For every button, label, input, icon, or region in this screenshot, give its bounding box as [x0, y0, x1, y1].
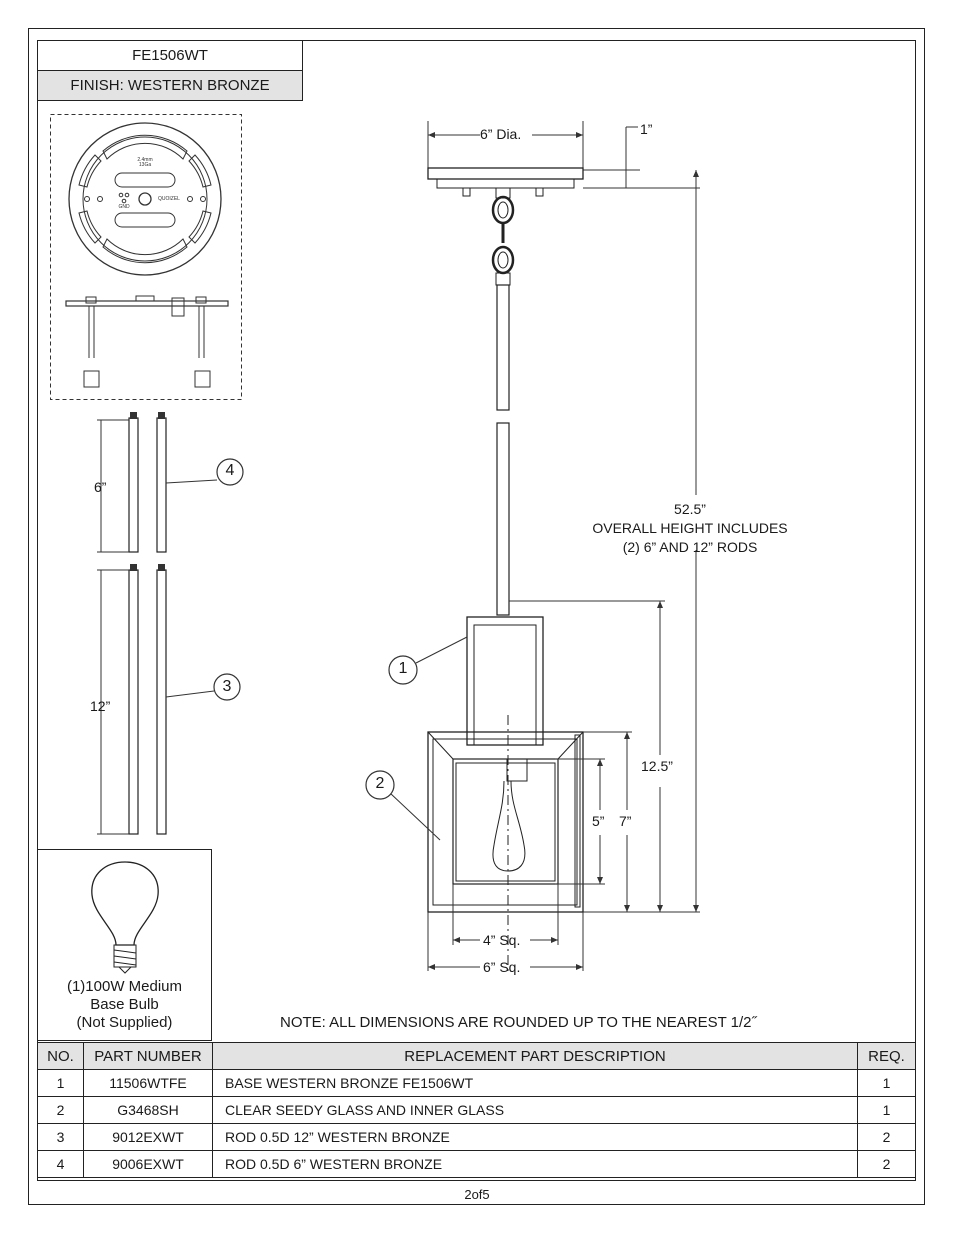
row-description: BASE WESTERN BRONZE FE1506WT	[212, 1069, 858, 1097]
bulb-box: (1)100W Medium Base Bulb (Not Supplied)	[37, 849, 212, 1041]
row-req: 1	[857, 1069, 916, 1097]
col-no: NO.	[37, 1042, 84, 1070]
bulb-spec-line3: (Not Supplied)	[76, 1014, 173, 1031]
row-part-number: 9012EXWT	[83, 1123, 213, 1151]
fixture-frame	[466, 616, 544, 746]
row-description: CLEAR SEEDY GLASS AND INNER GLASS	[212, 1096, 858, 1124]
glass-height-label: 5”	[592, 813, 605, 829]
row-req: 1	[857, 1096, 916, 1124]
overall-height-note-1: OVERALL HEIGHT INCLUDES	[592, 520, 788, 536]
gauge-text-2: 13Ga	[139, 162, 151, 168]
rod-6in-pair	[97, 412, 244, 553]
canopy	[427, 167, 584, 199]
body-height-label: 12.5”	[641, 758, 673, 774]
callout-2: 2	[375, 775, 385, 792]
stem	[496, 284, 510, 616]
row-part-number: 11506WTFE	[83, 1069, 213, 1097]
row-no: 1	[37, 1069, 84, 1097]
col-part-number: PART NUMBER	[83, 1042, 213, 1070]
header-box: FE1506WT FINISH: WESTERN BRONZE	[37, 40, 303, 101]
parts-table: NO. PART NUMBER REPLACEMENT PART DESCRIP…	[37, 1042, 916, 1178]
canopy-dimension	[427, 121, 700, 189]
overall-height-note-2: (2) 6” AND 12” RODS	[622, 539, 758, 555]
row-no: 4	[37, 1150, 84, 1178]
model-number: FE1506WT	[38, 41, 302, 71]
row-no: 3	[37, 1123, 84, 1151]
body-height-dimension	[509, 600, 665, 912]
rod-6in-label: 6”	[94, 479, 107, 495]
gauge-text-1: 2.4mm	[137, 157, 152, 163]
callout-3: 3	[222, 678, 232, 695]
rods-diagram	[97, 412, 244, 835]
width-dimensions	[427, 884, 584, 971]
callout-1: 1	[398, 660, 408, 677]
parts-table-header: NO. PART NUMBER REPLACEMENT PART DESCRIP…	[37, 1042, 916, 1070]
canopy-height-label: 1”	[640, 121, 653, 137]
mounting-plate-top-view: 2.4mm 13Ga QUOIZEL GND	[68, 122, 222, 276]
col-req: REQ.	[857, 1042, 916, 1070]
bulb-spec-line1: (1)100W Medium	[66, 978, 183, 995]
table-row: 2 G3468SH CLEAR SEEDY GLASS AND INNER GL…	[37, 1096, 916, 1124]
inner-width-label: 4” Sq.	[483, 932, 521, 948]
shade-height-label: 7”	[619, 813, 632, 829]
col-description: REPLACEMENT PART DESCRIPTION	[212, 1042, 858, 1070]
page-number: 2of5	[464, 1187, 490, 1202]
callout-leaders	[365, 636, 468, 841]
row-description: ROD 0.5D 12” WESTERN BRONZE	[212, 1123, 858, 1151]
row-part-number: 9006EXWT	[83, 1150, 213, 1178]
brand-mark: QUOIZEL	[158, 196, 180, 202]
shade	[427, 715, 584, 975]
rod-12in-pair	[97, 564, 241, 835]
bulb-icon	[91, 861, 159, 974]
bulb-in-fixture	[492, 758, 528, 872]
outer-width-label: 6” Sq.	[483, 959, 521, 975]
bulb-spec-line2: Base Bulb	[90, 996, 159, 1013]
row-part-number: G3468SH	[83, 1096, 213, 1124]
row-req: 2	[857, 1150, 916, 1178]
canopy-dia-label: 6” Dia.	[480, 126, 522, 142]
rod-12in-label: 12”	[90, 698, 111, 714]
hanging-loops	[491, 195, 515, 286]
mounting-plate-side-view	[65, 295, 229, 388]
table-row: 1 11506WTFE BASE WESTERN BRONZE FE1506WT…	[37, 1069, 916, 1097]
finish-label: FINISH: WESTERN BRONZE	[38, 71, 302, 100]
glass-height-dimension	[555, 731, 632, 912]
table-row: 4 9006EXWT ROD 0.5D 6” WESTERN BRONZE 2	[37, 1150, 916, 1178]
dimension-note: NOTE: ALL DIMENSIONS ARE ROUNDED UP TO T…	[280, 1014, 757, 1031]
canopy-plate-detail: 2.4mm 13Ga QUOIZEL GND	[50, 114, 242, 400]
page-inner-border	[37, 40, 916, 1181]
fixture-elevation	[365, 121, 700, 975]
page-outer-border	[28, 28, 925, 1205]
bulb-spec: (1)100W Medium Base Bulb (Not Supplied)	[38, 978, 211, 1032]
overall-height-dimension	[583, 170, 700, 913]
row-req: 2	[857, 1123, 916, 1151]
table-row: 3 9012EXWT ROD 0.5D 12” WESTERN BRONZE 2	[37, 1123, 916, 1151]
row-description: ROD 0.5D 6” WESTERN BRONZE	[212, 1150, 858, 1178]
callout-4: 4	[225, 462, 235, 479]
overall-height-value: 52.5”	[674, 501, 706, 517]
row-no: 2	[37, 1096, 84, 1124]
overall-height-text: 52.5” OVERALL HEIGHT INCLUDES (2) 6” AND…	[540, 500, 840, 557]
ground-label: GND	[118, 204, 130, 210]
